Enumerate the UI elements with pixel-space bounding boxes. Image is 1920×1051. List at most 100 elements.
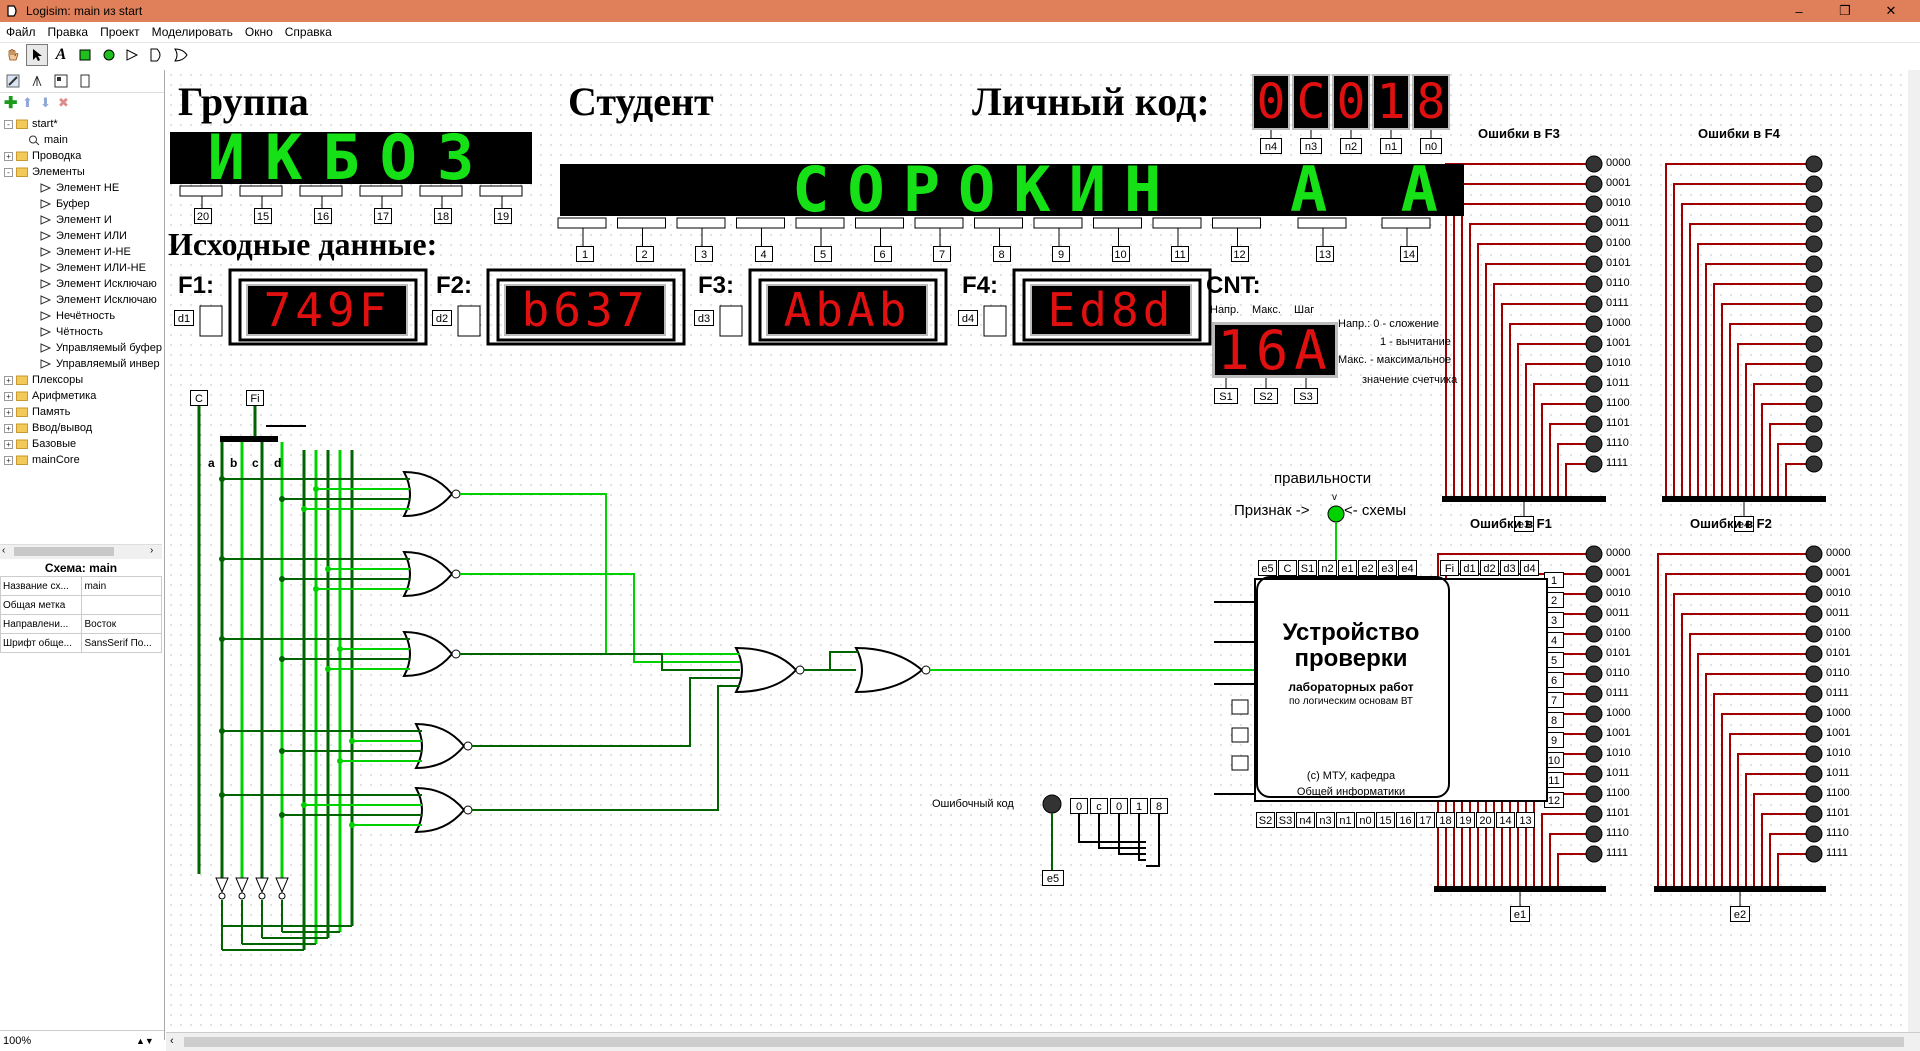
input-pin-tool-button[interactable]	[74, 44, 96, 66]
tree-item[interactable]: Элемент НЕ	[0, 180, 162, 196]
canvas-scroll-left-icon[interactable]: ‹	[170, 1035, 174, 1047]
checker-bottom-pin[interactable]: n0	[1356, 812, 1375, 828]
checker-bottom-pin[interactable]: n4	[1296, 812, 1315, 828]
checker-bottom-pin[interactable]: n1	[1336, 812, 1355, 828]
prop-row[interactable]: Название сх...main	[0, 576, 162, 596]
scroll-thumb[interactable]	[14, 547, 114, 556]
checker-bottom-pin[interactable]: S2	[1256, 812, 1275, 828]
student-char-pin[interactable]: 11	[1171, 246, 1189, 262]
prop-value[interactable]: Восток	[81, 614, 162, 634]
checker-top-pin[interactable]: d4	[1520, 560, 1539, 576]
tree-item[interactable]: Нечётность	[0, 308, 162, 324]
canvas-scroll-thumb[interactable]	[184, 1037, 1904, 1047]
checker-bottom-pin[interactable]: 17	[1416, 812, 1435, 828]
checker-bottom-pin[interactable]: 19	[1456, 812, 1475, 828]
checker-top-pin[interactable]: C	[1278, 560, 1297, 576]
error-code-bit[interactable]: c	[1090, 798, 1108, 814]
layout-edit-button[interactable]	[50, 70, 72, 92]
checker-right-pin[interactable]: 7	[1544, 692, 1564, 708]
tree-horizontal-scrollbar[interactable]: ‹ ›	[0, 544, 162, 559]
checker-bottom-pin[interactable]: 18	[1436, 812, 1455, 828]
toolbox-view-button[interactable]	[2, 70, 24, 92]
tree-item[interactable]: +Проводка	[0, 148, 162, 164]
student-char-pin[interactable]: 13	[1316, 246, 1334, 262]
tree-item[interactable]: +Память	[0, 404, 162, 420]
student-char-pin[interactable]: 1	[576, 246, 594, 262]
prop-row[interactable]: Общая метка	[0, 595, 162, 615]
menu-file[interactable]: Файл	[6, 25, 36, 39]
function-input-pin[interactable]: d3	[694, 310, 714, 326]
expand-toggle-icon[interactable]: +	[4, 439, 13, 449]
tree-item[interactable]: Элемент ИЛИ	[0, 228, 162, 244]
select-tool-button[interactable]	[26, 44, 48, 66]
menu-window[interactable]: Окно	[244, 25, 273, 39]
checker-top-pin[interactable]: d1	[1460, 560, 1479, 576]
function-input-pin[interactable]: d2	[432, 310, 452, 326]
checker-right-pin[interactable]: 8	[1544, 712, 1564, 728]
cnt-pin[interactable]: S3	[1294, 388, 1318, 404]
expand-toggle-icon[interactable]: +	[4, 151, 13, 161]
checker-top-pin[interactable]: e1	[1338, 560, 1357, 576]
poke-tool-button[interactable]	[2, 44, 24, 66]
student-char-pin[interactable]: 12	[1230, 246, 1249, 262]
error-block-pin[interactable]: e1	[1510, 906, 1530, 922]
close-button[interactable]: ✕	[1885, 3, 1897, 18]
student-char-pin[interactable]: 10	[1111, 246, 1130, 262]
maximize-button[interactable]: ❐	[1839, 3, 1851, 18]
tree-item[interactable]: +Плексоры	[0, 372, 162, 388]
checker-bottom-pin[interactable]: 20	[1476, 812, 1495, 828]
group-char-pin[interactable]: 19	[494, 208, 512, 224]
tree-item[interactable]: Буфер	[0, 196, 162, 212]
canvas-vertical-scrollbar[interactable]	[1908, 70, 1920, 1032]
text-tool-button[interactable]: A	[50, 44, 72, 66]
add-circuit-icon[interactable]: ✚	[4, 95, 18, 112]
student-char-pin[interactable]: 5	[814, 246, 832, 262]
input-fi-pin[interactable]: Fi	[246, 390, 264, 406]
expand-toggle-icon[interactable]: +	[4, 375, 13, 385]
checker-bottom-pin[interactable]: n3	[1316, 812, 1335, 828]
checker-bottom-pin[interactable]: 13	[1516, 812, 1535, 828]
expand-toggle-icon[interactable]: -	[4, 119, 13, 129]
personal-code-pin[interactable]: n4	[1260, 138, 1282, 154]
not-gate-tool-button[interactable]	[122, 44, 144, 66]
and-gate-tool-button[interactable]	[146, 44, 168, 66]
checker-top-pin[interactable]: S1	[1298, 560, 1317, 576]
group-char-pin[interactable]: 16	[314, 208, 332, 224]
scroll-right-icon[interactable]: ›	[150, 545, 154, 556]
checker-top-pin[interactable]: e5	[1258, 560, 1277, 576]
tree-item[interactable]: +Базовые	[0, 436, 162, 452]
error-code-bit[interactable]: 8	[1150, 798, 1168, 814]
cnt-pin[interactable]: S2	[1254, 388, 1278, 404]
tree-item[interactable]: +Арифметика	[0, 388, 162, 404]
student-char-pin[interactable]: 3	[695, 246, 713, 262]
student-char-pin[interactable]: 4	[754, 246, 773, 262]
prop-row[interactable]: Шрифт обще...SansSerif По...	[0, 633, 162, 653]
error-code-bit[interactable]: 0	[1110, 798, 1128, 814]
tree-item[interactable]: Управляемый инвер	[0, 356, 162, 372]
tree-item[interactable]: Элемент Исключаю	[0, 292, 162, 308]
input-c-pin[interactable]: C	[190, 390, 208, 406]
zoom-spinner-icon[interactable]: ▲▼	[136, 1036, 154, 1046]
prop-value[interactable]	[81, 595, 162, 615]
appearance-edit-button[interactable]	[74, 70, 96, 92]
checker-bottom-pin[interactable]: 15	[1376, 812, 1395, 828]
tree-item[interactable]: +mainCore	[0, 452, 162, 468]
error-code-output-pin[interactable]: e5	[1042, 870, 1064, 886]
checker-top-pin[interactable]: n2	[1318, 560, 1337, 576]
scroll-left-icon[interactable]: ‹	[2, 545, 6, 556]
error-block-pin[interactable]: e4	[1734, 516, 1754, 532]
personal-code-pin[interactable]: n2	[1340, 138, 1362, 154]
group-char-pin[interactable]: 17	[374, 208, 392, 224]
checker-top-pin[interactable]: d3	[1500, 560, 1519, 576]
checker-right-pin[interactable]: 6	[1544, 672, 1564, 688]
prop-value[interactable]: main	[81, 576, 162, 596]
checker-right-pin[interactable]: 4	[1544, 632, 1564, 648]
checker-right-pin[interactable]: 3	[1544, 612, 1564, 628]
or-gate-tool-button[interactable]	[170, 44, 192, 66]
menu-simulate[interactable]: Моделировать	[151, 25, 233, 39]
canvas-horizontal-scrollbar[interactable]: ‹	[166, 1032, 1920, 1051]
checker-bottom-pin[interactable]: 16	[1396, 812, 1415, 828]
expand-toggle-icon[interactable]: -	[4, 167, 13, 177]
minimize-button[interactable]: –	[1795, 3, 1803, 19]
expand-toggle-icon[interactable]: +	[4, 391, 13, 401]
